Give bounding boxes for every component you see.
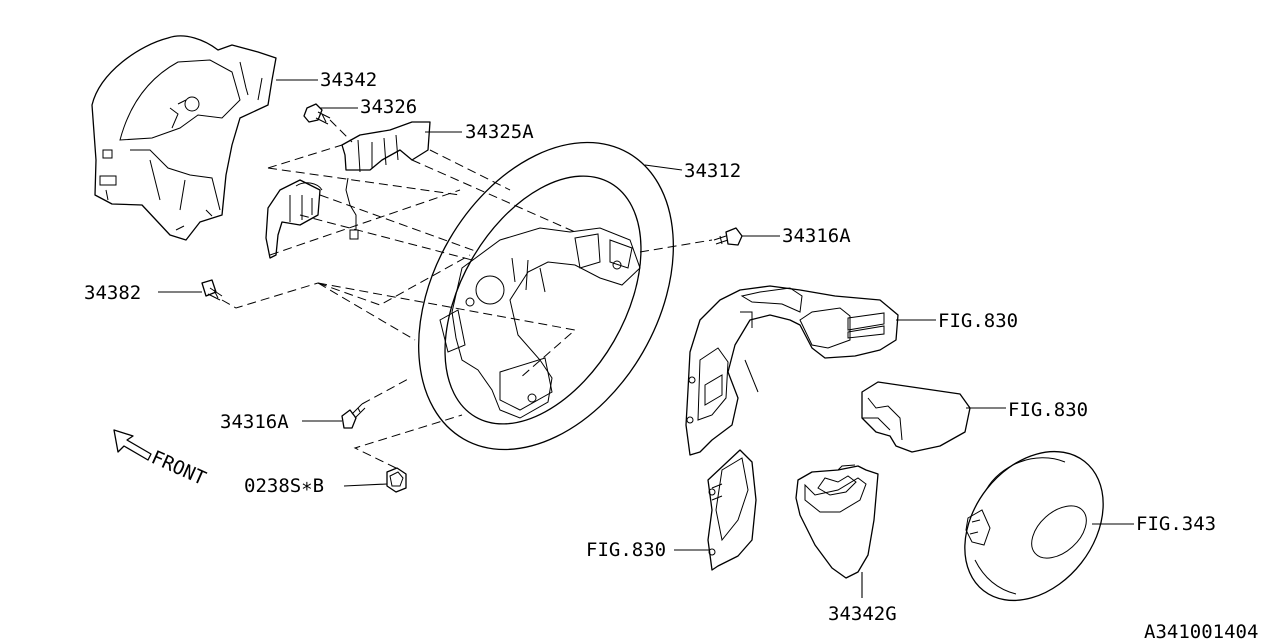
label-34316a-right: 34316A: [782, 225, 851, 247]
bolt-34326[interactable]: [303, 103, 331, 125]
label-fig830-middle[interactable]: FIG.830: [1008, 399, 1088, 421]
label-34382: 34382: [84, 282, 141, 304]
assembly-dashed-lines: [221, 119, 713, 469]
label-34316a-left: 34316A: [220, 411, 289, 433]
steering-wheel-34312[interactable]: [367, 97, 726, 495]
screw-34382[interactable]: [201, 279, 223, 301]
bolt-34316a-right[interactable]: [713, 227, 743, 246]
label-34342: 34342: [320, 69, 377, 91]
label-fig830-upper[interactable]: FIG.830: [938, 310, 1018, 332]
bolt-34316a-left[interactable]: [341, 403, 366, 429]
front-arrow-icon: [113, 429, 152, 461]
label-fig343[interactable]: FIG.343: [1136, 513, 1216, 535]
label-34326: 34326: [360, 96, 417, 118]
label-34312: 34312: [684, 160, 741, 182]
switch-cover-lower[interactable]: [707, 449, 757, 571]
label-fig830-lower[interactable]: FIG.830: [586, 539, 666, 561]
paddle-switch-lower[interactable]: [265, 179, 323, 259]
switch-bezel-middle[interactable]: [861, 381, 971, 453]
front-label: FRONT: [148, 446, 209, 489]
label-34342g: 34342G: [828, 603, 897, 625]
switch-bezel-upper[interactable]: [685, 285, 899, 456]
diagram-id: A341001404: [1144, 621, 1258, 640]
column-cover-34342[interactable]: [91, 35, 277, 241]
airbag-module-fig343[interactable]: [936, 424, 1132, 627]
leader-lines: [158, 79, 1134, 598]
lower-cover-34342g[interactable]: [795, 464, 879, 579]
front-indicator: FRONT: [113, 429, 209, 490]
label-34325a: 34325A: [465, 121, 534, 143]
nut-0238s-b[interactable]: [386, 467, 407, 493]
label-0238s-b: 0238S∗B: [244, 475, 324, 497]
